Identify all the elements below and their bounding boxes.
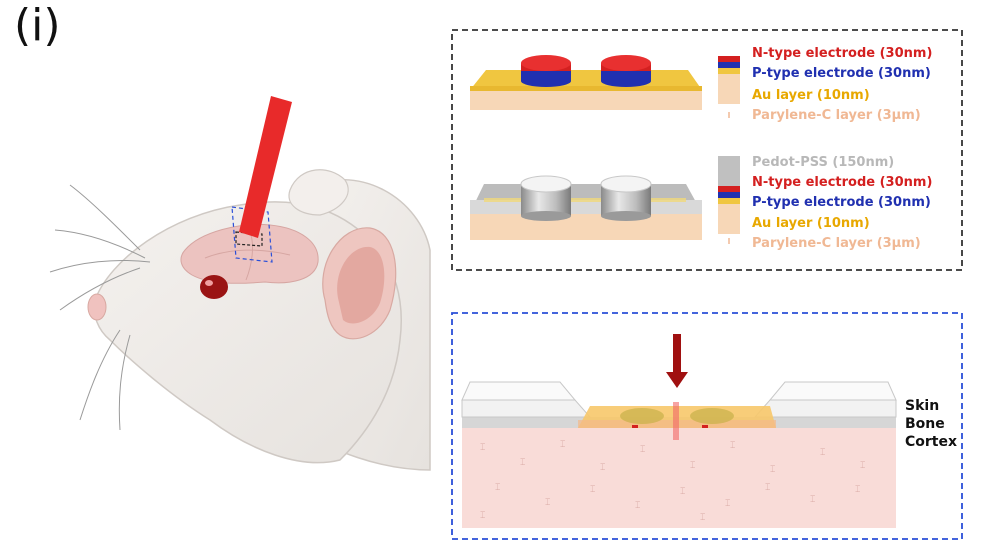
svg-text:⌶: ⌶	[640, 445, 645, 455]
stack2-au-label: Au layer (10nm)	[752, 216, 870, 231]
stack2-n-label: N-type electrode (30nm)	[752, 175, 933, 190]
mouse-illustration	[49, 96, 431, 471]
top-dashed-box	[451, 29, 963, 271]
svg-text:⌶: ⌶	[770, 465, 775, 475]
svg-text:⌶: ⌶	[680, 487, 685, 497]
panel-label: (i)	[14, 0, 61, 51]
bone-label: Bone	[905, 416, 945, 432]
bottom-dashed-box	[451, 312, 963, 540]
cross-section: ⌶⌶⌶ ⌶⌶⌶ ⌶⌶⌶ ⌶⌶⌶ ⌶⌶⌶ ⌶⌶⌶ ⌶⌶⌶	[461, 334, 897, 528]
svg-text:⌶: ⌶	[480, 443, 485, 453]
svg-text:⌶: ⌶	[860, 461, 865, 471]
stack2-pedot-label: Pedot-PSS (150nm)	[752, 155, 895, 170]
svg-text:⌶: ⌶	[495, 483, 500, 493]
svg-text:⌶: ⌶	[635, 501, 640, 511]
svg-text:⌶: ⌶	[590, 485, 595, 495]
stack1-parylene-label: Parylene-C layer (3μm)	[752, 108, 921, 123]
electrode-stack-1	[470, 55, 740, 118]
svg-text:⌶: ⌶	[810, 495, 815, 505]
svg-text:⌶: ⌶	[560, 440, 565, 450]
svg-text:⌶: ⌶	[520, 458, 525, 468]
svg-text:⌶: ⌶	[480, 511, 485, 521]
svg-text:⌶: ⌶	[855, 485, 860, 495]
stack1-n-label: N-type electrode (30nm)	[752, 46, 933, 61]
electrode-stack-2	[470, 156, 740, 244]
stack2-p-label: P-type electrode (30nm)	[752, 195, 931, 210]
svg-text:⌶: ⌶	[545, 498, 550, 508]
svg-text:⌶: ⌶	[730, 441, 735, 451]
cortex-label: Cortex	[905, 434, 958, 450]
svg-text:⌶: ⌶	[765, 483, 770, 493]
stack1-au-label: Au layer (10nm)	[752, 88, 870, 103]
svg-text:⌶: ⌶	[690, 461, 695, 471]
svg-text:⌶: ⌶	[700, 513, 705, 523]
stack2-parylene-label: Parylene-C layer (3μm)	[752, 236, 921, 251]
stack1-p-label: P-type electrode (30nm)	[752, 66, 931, 81]
svg-text:⌶: ⌶	[725, 499, 730, 509]
svg-text:⌶: ⌶	[820, 448, 825, 458]
skin-label: Skin	[905, 398, 940, 414]
svg-text:⌶: ⌶	[600, 463, 605, 473]
